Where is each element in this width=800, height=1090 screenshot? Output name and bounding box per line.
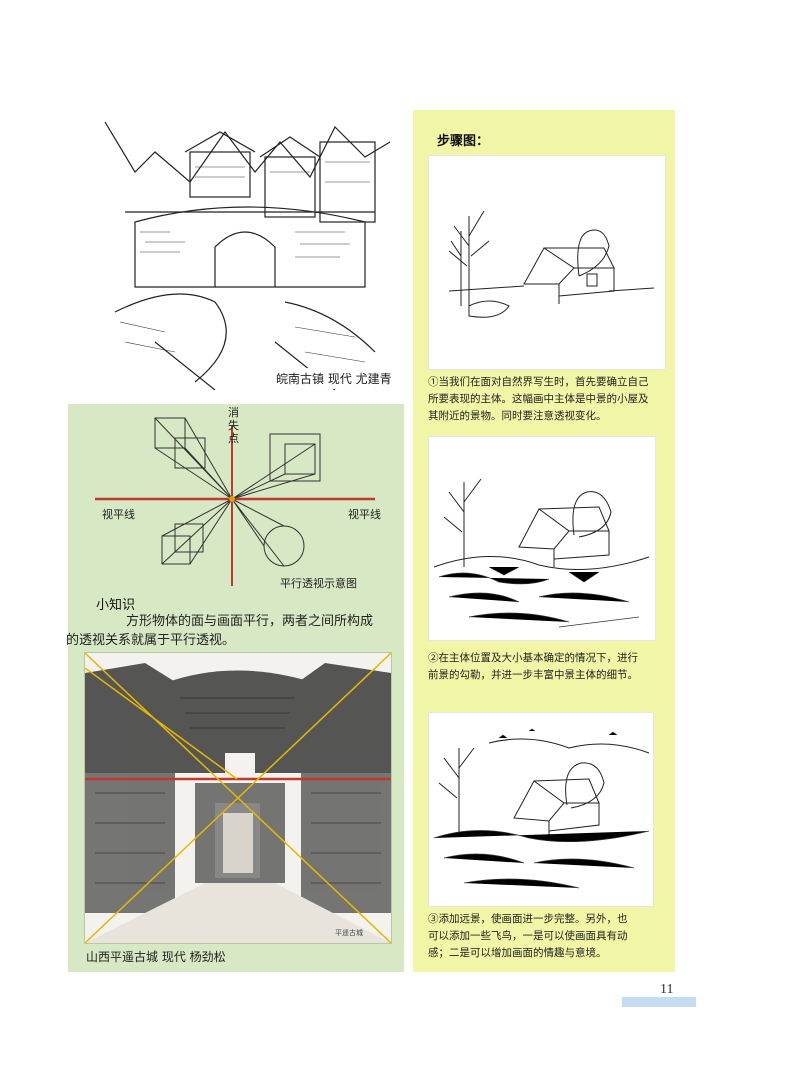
step-2-sketch xyxy=(428,436,656,641)
page-number-bar xyxy=(622,997,696,1007)
step-2-text: ②在主体位置及大小基本确定的情况下，进行 前景的勾勒，并进一步丰富中景主体的细节… xyxy=(428,650,664,684)
vanishing-point-label: 消失点 xyxy=(228,406,239,445)
steps-title: 步骤图： xyxy=(437,134,490,149)
step-2-line: 前景的勾勒，并进一步丰富中景主体的细节。 xyxy=(428,669,638,681)
horizon-label-right: 视平线 xyxy=(348,508,381,521)
step-1-line: 其附近的景物。同时要注意透视变化。 xyxy=(428,410,607,422)
step-2-line: ②在主体位置及大小基本确定的情况下，进行 xyxy=(428,652,638,664)
page-number: 11 xyxy=(660,982,674,997)
diagram-caption: 平行透视示意图 xyxy=(280,577,357,590)
step-3-sketch xyxy=(428,712,654,907)
step-1-line: ①当我们在面对自然界写生时，首先要确立自己 xyxy=(428,376,649,388)
artist-signature: 平遥古城 xyxy=(335,928,363,937)
step-1-line: 所要表现的主体。这幅画中主体是中景的小屋及 xyxy=(428,393,649,405)
parallel-perspective-diagram xyxy=(95,417,375,586)
old-city-drawing: 平遥古城 xyxy=(84,652,392,944)
drawing-caption: 山西平遥古城 现代 杨劲松 xyxy=(86,950,226,964)
step-1-sketch xyxy=(428,155,666,370)
sketch-caption: 皖南古镇 现代 尤建青 xyxy=(270,368,398,389)
step-3-line: ③添加远景，使画面进一步完整。另外，也 xyxy=(428,913,628,925)
tip-title: 小知识 xyxy=(96,598,136,613)
tip-line: 的透视关系就属于平行透视。 xyxy=(66,633,236,648)
step-3-line: 可以添加一些飞鸟，一是可以使画面具有动 xyxy=(428,930,628,942)
tip-text: 方形物体的面与画面平行，两者之间所构成 的透视关系就属于平行透视。 xyxy=(66,612,391,650)
step-3-text: ③添加远景，使画面进一步完整。另外，也 可以添加一些飞鸟，一是可以使画面具有动 … xyxy=(428,911,664,962)
step-1-text: ①当我们在面对自然界写生时，首先要确立自己 所要表现的主体。这幅画中主体是中景的… xyxy=(428,374,664,425)
village-sketch xyxy=(104,121,391,390)
horizon-label-left: 视平线 xyxy=(102,508,135,521)
step-3-line: 感；二是可以增加画面的情趣与意境。 xyxy=(428,947,607,959)
tip-line: 方形物体的面与画面平行，两者之间所构成 xyxy=(126,614,374,629)
